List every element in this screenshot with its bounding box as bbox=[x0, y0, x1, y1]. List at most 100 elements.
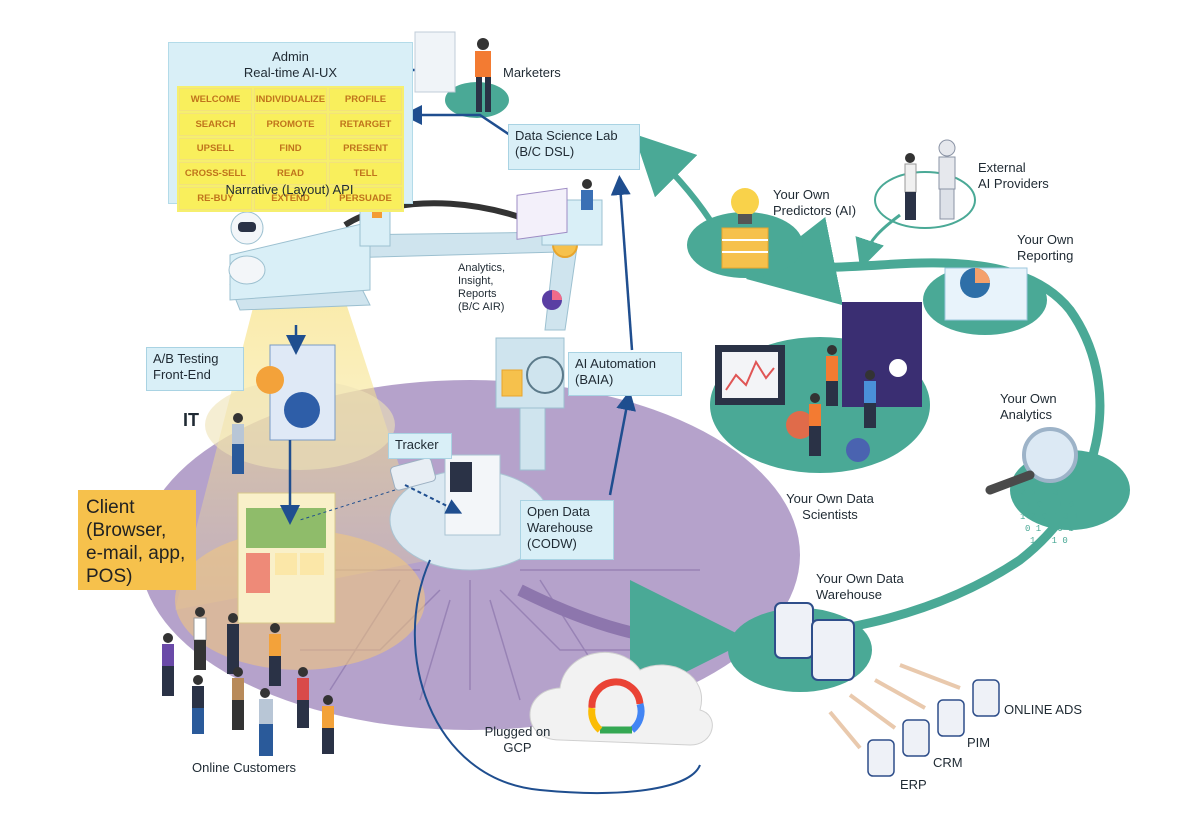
customer-crowd bbox=[162, 607, 334, 756]
narrative-api-label: Narrative (Layout) API bbox=[225, 182, 354, 197]
external-ai-platform bbox=[874, 171, 976, 229]
crm-label: CRM bbox=[933, 755, 963, 770]
own-dw-label: Your Own Data Warehouse bbox=[816, 571, 904, 603]
grid-cell: EXTEND bbox=[254, 187, 327, 210]
air-report-card bbox=[516, 187, 568, 310]
grid-cell: RETARGET bbox=[329, 112, 402, 136]
ab-testing-line1: A/B Testing bbox=[153, 351, 219, 366]
admin-title-line1: Admin bbox=[272, 49, 309, 64]
grid-cell: CROSS-SELL bbox=[179, 162, 252, 186]
grid-cell: WELCOME bbox=[179, 88, 252, 111]
reporting-chart-icon bbox=[944, 267, 1028, 321]
svg-text:1 0 0 1 0 1: 1 0 0 1 0 1 bbox=[1020, 512, 1079, 522]
baia-label-line2: (BAIA) bbox=[575, 372, 614, 387]
own-analytics-line2: Analytics bbox=[1000, 407, 1053, 422]
own-dw-databases bbox=[774, 602, 855, 681]
robot-arm bbox=[339, 199, 603, 471]
own-dw-line2: Warehouse bbox=[816, 587, 882, 602]
grid-cell: PROFILE bbox=[329, 88, 402, 111]
baia-label-line1: AI Automation bbox=[575, 356, 656, 371]
grid-cell: FIND bbox=[254, 137, 327, 161]
external-ai-line1: External bbox=[978, 160, 1026, 175]
admin-title-line2: Real-time AI-UX bbox=[243, 65, 338, 80]
client-screen bbox=[237, 492, 336, 624]
grid-cell: RE-BUY bbox=[179, 187, 252, 210]
baia-box: AI Automation (BAIA) bbox=[568, 352, 682, 396]
data-scientists-scene bbox=[715, 302, 922, 462]
ab-testing-screen bbox=[256, 344, 336, 441]
pim-label: PIM bbox=[967, 735, 991, 750]
reporting-line2: Reporting bbox=[1017, 248, 1074, 263]
own-dw-line1: Your Own Data bbox=[816, 571, 904, 586]
client-line1: Client bbox=[86, 497, 135, 518]
dsl-box: Data Science Lab (B/C DSL) bbox=[508, 124, 640, 170]
reporting-line1: Your Own bbox=[1017, 232, 1074, 247]
marketers-label: Marketers bbox=[503, 65, 561, 80]
codw-line1: Open Data bbox=[527, 504, 590, 519]
tracker-label: Tracker bbox=[395, 437, 439, 452]
air-label-line2: Insight, bbox=[458, 275, 494, 287]
grid-cell: SEARCH bbox=[179, 112, 252, 136]
data-scientists-line1: Your Own Data bbox=[786, 491, 874, 506]
grid-cell: TELL bbox=[329, 162, 402, 186]
svg-text:1 0 1 1 0: 1 0 1 1 0 bbox=[1010, 488, 1059, 498]
bulb-icon bbox=[721, 188, 769, 269]
svg-text:1 0 1 0: 1 0 1 0 bbox=[1030, 536, 1068, 546]
data-scientists-line2: Scientists bbox=[802, 507, 858, 522]
grid-cell: PRESENT bbox=[329, 137, 402, 161]
grid-cell: PROMOTE bbox=[254, 112, 327, 136]
predictors-label: Your Own Predictors (AI) bbox=[773, 187, 856, 219]
own-analytics-line1: Your Own bbox=[1000, 391, 1057, 406]
grid-cell: UPSELL bbox=[179, 137, 252, 161]
codw-line3: (CODW) bbox=[527, 536, 577, 551]
svg-text:0 1 0 1 1 0: 0 1 0 1 1 0 bbox=[1015, 500, 1074, 510]
codw-platform bbox=[389, 454, 551, 571]
source-databases bbox=[867, 679, 1000, 777]
data-flow-arrows bbox=[280, 60, 636, 525]
gcp-cloud-icon bbox=[413, 559, 713, 794]
online-customers-label: Online Customers bbox=[192, 760, 297, 775]
external-ai-line2: AI Providers bbox=[978, 176, 1049, 191]
gcp-label: Plugged on GCP bbox=[480, 724, 555, 756]
erp-label: ERP bbox=[900, 777, 927, 792]
binary-digits: 1 0 1 1 0 0 1 0 1 1 0 1 0 0 1 0 1 0 1 1 0 … bbox=[1010, 488, 1079, 546]
tracker-box: Tracker bbox=[388, 433, 452, 459]
air-label-line1: Analytics, bbox=[458, 262, 506, 274]
reporting-label: Your Own Reporting bbox=[1017, 232, 1074, 264]
air-label-line3: Reports bbox=[458, 288, 497, 300]
air-label-line4: (B/C AIR) bbox=[458, 301, 505, 313]
people-figures bbox=[232, 31, 956, 474]
client-line2: (Browser, bbox=[86, 520, 167, 541]
client-line3: e-mail, app, bbox=[86, 543, 186, 564]
source-arrows bbox=[828, 663, 961, 750]
magnifier-icon bbox=[985, 427, 1078, 495]
ab-testing-box: A/B Testing Front-End bbox=[146, 347, 244, 391]
gcp-label-line2: GCP bbox=[503, 740, 532, 755]
dsl-label-line1: Data Science Lab bbox=[515, 128, 618, 143]
predictors-line2: Predictors (AI) bbox=[773, 203, 857, 218]
grid-cell: PERSUADE bbox=[329, 187, 402, 210]
grid-cell: READ bbox=[254, 162, 327, 186]
admin-panel: Admin Real-time AI-UX WELCOME INDIVIDUAL… bbox=[168, 42, 413, 212]
grid-cell: INDIVIDUALIZE bbox=[254, 88, 327, 111]
gcp-label-line1: Plugged on bbox=[484, 724, 551, 739]
client-box: Client (Browser, e-mail, app, POS) bbox=[78, 490, 196, 590]
it-label: IT bbox=[183, 410, 199, 430]
external-ai-label: External AI Providers bbox=[978, 160, 1049, 192]
codw-box: Open Data Warehouse (CODW) bbox=[520, 500, 614, 560]
svg-text:0 1 1 0 1: 0 1 1 0 1 bbox=[1025, 524, 1074, 534]
data-scientists-label: Your Own Data Scientists bbox=[775, 491, 885, 523]
dsl-label-line2: (B/C DSL) bbox=[515, 144, 575, 159]
online-ads-label: ONLINE ADS bbox=[1004, 702, 1083, 717]
tracker-camera bbox=[299, 457, 463, 521]
admin-action-grid: WELCOME INDIVIDUALIZE PROFILE SEARCH PRO… bbox=[177, 86, 404, 212]
client-line4: POS) bbox=[86, 566, 133, 587]
own-analytics-label: Your Own Analytics bbox=[1000, 391, 1057, 423]
air-label: Analytics, Insight, Reports (B/C AIR) bbox=[458, 262, 505, 314]
admin-title: Admin Real-time AI-UX bbox=[169, 49, 412, 81]
codw-line2: Warehouse bbox=[527, 520, 593, 535]
ab-testing-line2: Front-End bbox=[153, 367, 211, 382]
admin-robot-platform bbox=[228, 207, 391, 311]
predictors-line1: Your Own bbox=[773, 187, 830, 202]
